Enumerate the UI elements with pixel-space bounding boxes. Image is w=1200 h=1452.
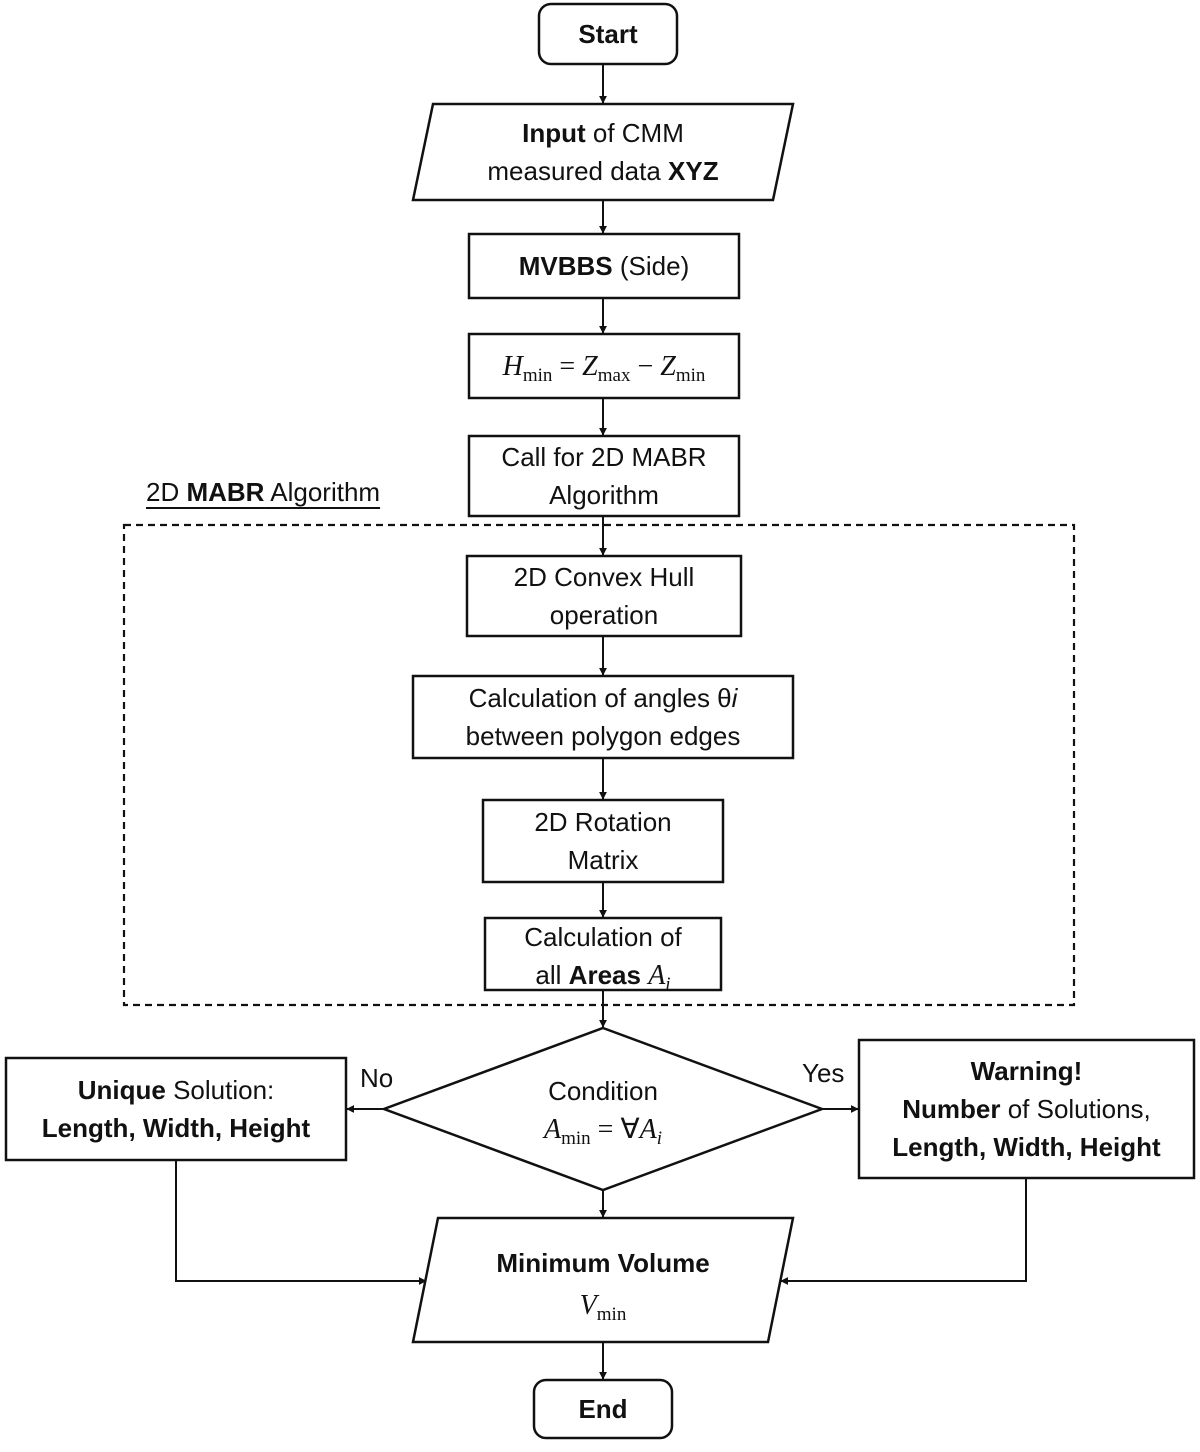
angles-line-1: Calculation of angles θi	[413, 679, 793, 717]
hmin-sub-min2: min	[675, 365, 706, 386]
call-line-2: Algorithm	[549, 480, 659, 510]
condition-node: Condition Amin = ∀Ai	[454, 1072, 752, 1158]
unique-line-1: Unique Solution:	[6, 1071, 346, 1109]
minvol-label-line: Minimum Volume	[413, 1244, 793, 1282]
unique-dimensions: Length, Width, Height	[41, 1113, 311, 1143]
start-node: Start	[539, 15, 677, 53]
warning-node: Warning! Number of Solutions, Length, Wi…	[859, 1052, 1194, 1166]
warning-line-2: Number of Solutions,	[859, 1090, 1194, 1128]
warning-line-3: Length, Width, Height	[859, 1128, 1194, 1166]
areas-all: all	[535, 960, 569, 990]
mabr-region-border	[122, 523, 1076, 1007]
input-line-1: Input of CMM	[413, 114, 793, 152]
convex-line-1: 2D Convex Hull	[513, 562, 695, 592]
condition-forall: = ∀	[590, 1114, 640, 1145]
minvol-v: V	[579, 1290, 597, 1321]
mvbbs-side: (Side)	[612, 251, 690, 281]
condition-label: Condition	[548, 1076, 658, 1106]
hmin-sub-min: min	[522, 365, 553, 386]
warning-dimensions: Length, Width, Height	[892, 1132, 1161, 1162]
minvol-sub-min: min	[596, 1304, 627, 1325]
areas-a: A	[648, 960, 666, 991]
rotation-line-1: 2D Rotation	[534, 807, 672, 837]
mvbbs-node: MVBBS (Side)	[469, 247, 739, 285]
yes-label: Yes	[802, 1058, 845, 1088]
angles-text: Calculation of angles θ	[468, 683, 732, 713]
warning-box-shape	[857, 1038, 1196, 1180]
call-line-1: Call for 2D MABR	[501, 442, 707, 472]
unique-bold: Unique	[77, 1075, 166, 1105]
mabr-section-title: 2D MABR Algorithm	[146, 477, 380, 508]
hmin-z1: Z	[582, 351, 598, 382]
hmin-sub-max: max	[597, 365, 631, 386]
angles-node: Calculation of angles θi between polygon…	[413, 679, 793, 755]
arrow-unique-to-volume	[175, 1160, 427, 1285]
unique-line-2: Length, Width, Height	[6, 1109, 346, 1147]
unique-solution-node: Unique Solution: Length, Width, Height	[6, 1071, 346, 1147]
call-node: Call for 2D MABR Algorithm	[469, 438, 739, 514]
warning-solutions: of Solutions,	[1000, 1094, 1151, 1124]
section-prefix: 2D	[146, 477, 187, 507]
warning-number: Number	[902, 1094, 1001, 1124]
warning-line-1: Warning!	[859, 1052, 1194, 1090]
areas-line-2: all Areas Ai	[485, 956, 721, 1004]
end-node: End	[534, 1390, 672, 1428]
start-label: Start	[578, 19, 638, 49]
areas-sub-i: i	[665, 974, 671, 995]
areas-box-shape	[483, 916, 723, 992]
no-label: No	[360, 1063, 394, 1093]
hmin-z2: Z	[660, 351, 676, 382]
minvol-formula: Vmin	[413, 1286, 793, 1334]
condition-a2: A	[639, 1114, 657, 1145]
input-node: Input of CMM measured data XYZ	[413, 114, 793, 190]
areas-node: Calculation of all Areas Ai	[485, 918, 721, 1004]
section-suffix: Algorithm	[264, 477, 381, 507]
condition-sub-i: i	[656, 1128, 662, 1149]
hmin-equals: =	[552, 351, 583, 382]
input-xyz: XYZ	[668, 156, 719, 186]
unique-text: Solution:	[165, 1075, 275, 1105]
start-terminator-shape	[537, 2, 679, 66]
input-text: of CMM	[585, 118, 684, 148]
convex-line-2: operation	[549, 600, 659, 630]
mvbbs-box-shape	[467, 232, 741, 300]
angles-index: i	[731, 683, 738, 713]
input-bold: Input	[522, 118, 586, 148]
rotation-box-shape	[481, 798, 725, 884]
end-label: End	[578, 1394, 628, 1424]
hmin-box-shape	[467, 332, 741, 400]
warning-title: Warning!	[970, 1056, 1083, 1086]
call-box-shape	[467, 434, 741, 518]
arrow-warning-to-volume	[780, 1178, 1027, 1285]
hmin-minus: −	[630, 351, 661, 382]
areas-bold: Areas	[568, 960, 641, 990]
minimum-volume-parallelogram-shape	[411, 1216, 795, 1344]
convex-hull-node: 2D Convex Hull operation	[467, 558, 741, 634]
rotation-node: 2D Rotation Matrix	[483, 803, 723, 879]
condition-formula: Amin = ∀Ai	[454, 1110, 752, 1158]
mvbbs-bold: MVBBS	[518, 251, 613, 281]
convex-hull-box-shape	[465, 554, 743, 638]
rotation-line-2: Matrix	[567, 845, 639, 875]
areas-line-1: Calculation of	[524, 922, 682, 952]
section-bold: MABR	[186, 477, 265, 507]
condition-a: A	[543, 1114, 562, 1145]
unique-solution-box-shape	[4, 1056, 348, 1162]
input-parallelogram-shape	[411, 102, 795, 202]
angles-box-shape	[411, 674, 795, 760]
minimum-volume-node: Minimum Volume Vmin	[413, 1244, 793, 1334]
end-terminator-shape	[532, 1378, 674, 1440]
hmin-node: Hmin = Zmax − Zmin	[469, 347, 739, 395]
condition-sub-min: min	[561, 1128, 591, 1149]
hmin-h: H	[502, 351, 523, 382]
input-line-2: measured data XYZ	[413, 152, 793, 190]
input-measured-text: measured data	[487, 156, 669, 186]
minvol-label: Minimum Volume	[496, 1248, 710, 1278]
angles-line-2: between polygon edges	[465, 721, 741, 751]
